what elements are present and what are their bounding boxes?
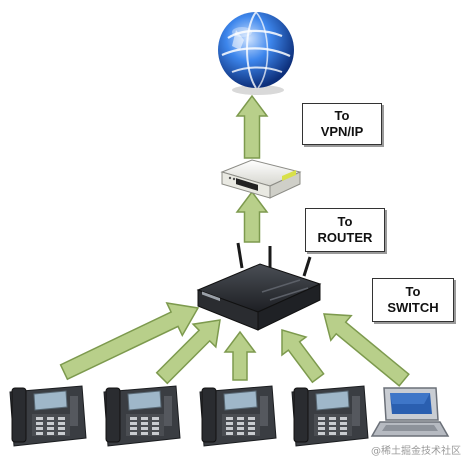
arrow-modem-to-globe [235,94,269,159]
router-icon [196,242,322,331]
label-to-router-line1: To [337,214,353,229]
label-to-vpn-line2: VPN/IP [320,124,364,139]
globe-icon [218,11,294,95]
arrows-group [59,94,410,387]
ip-phone-icon [9,385,87,447]
arrow-phone1-to-router [59,302,200,381]
laptop-icon [370,387,450,437]
arrow-phone4-to-router [281,329,325,384]
label-to-vpn: To VPN/IP [302,103,382,145]
label-to-switch-line2: SWITCH [387,300,439,315]
arrow-phone3-to-router [223,330,257,381]
ip-phone-icon [199,385,277,447]
label-to-switch: To SWITCH [372,278,454,322]
label-to-switch-line1: To [405,284,421,299]
arrow-phone2-to-router [155,319,221,385]
watermark: @稀土掘金技术社区 [371,446,461,457]
ip-phone-icon [103,385,181,447]
arrow-laptop-to-router [323,313,410,387]
label-to-router-line2: ROUTER [317,230,373,245]
label-to-vpn-line1: To [334,108,350,123]
modem-icon [220,159,302,199]
arrow-router-to-modem [235,190,269,243]
label-to-router: To ROUTER [305,208,385,252]
ip-phone-icon [291,385,369,447]
